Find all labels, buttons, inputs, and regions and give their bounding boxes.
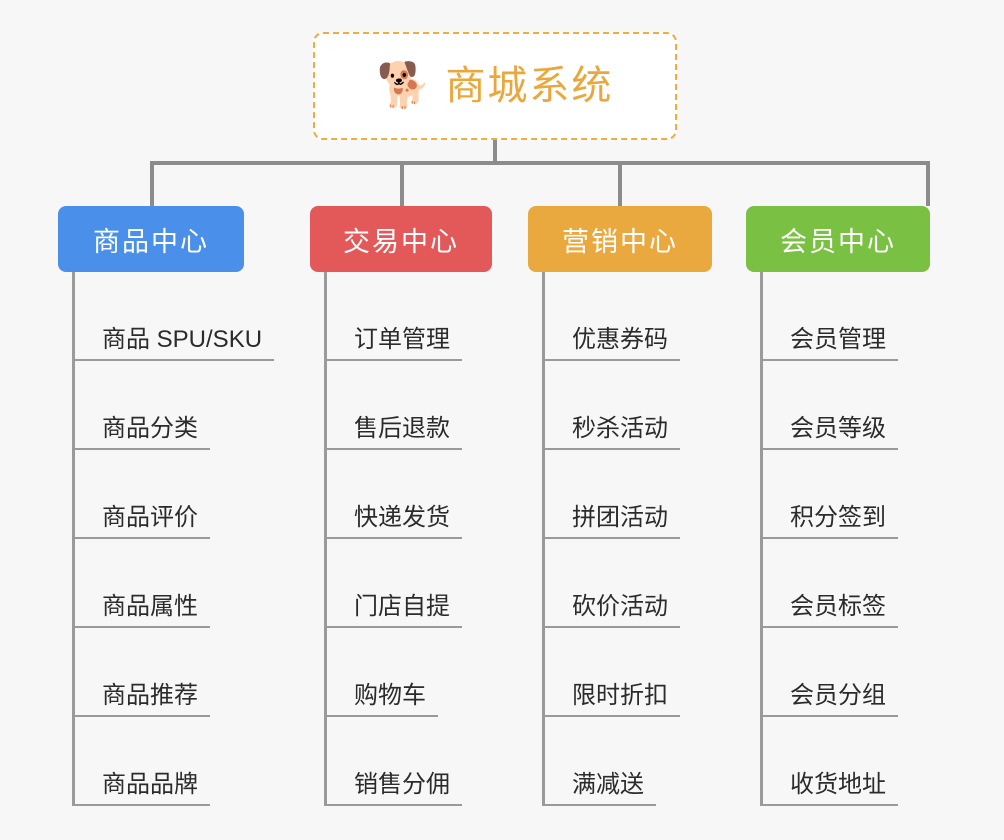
leaf-item[interactable]: 商品评价 — [72, 450, 210, 539]
leaf-item[interactable]: 会员管理 — [760, 272, 898, 361]
leaf-item-label: 销售分佣 — [354, 770, 450, 798]
branch-trunk — [72, 272, 75, 806]
connector-drop-2 — [400, 161, 404, 206]
root-node[interactable]: 🐕 商城系统 — [313, 32, 677, 140]
category-label: 交易中心 — [343, 226, 459, 257]
leaf-item[interactable]: 秒杀活动 — [542, 361, 680, 450]
leaf-item[interactable]: 会员等级 — [760, 361, 898, 450]
leaf-item-label: 商品分类 — [102, 414, 198, 442]
leaf-item-label: 商品品牌 — [102, 770, 198, 798]
leaf-item-label: 秒杀活动 — [572, 414, 668, 442]
leaf-item[interactable]: 门店自提 — [324, 539, 462, 628]
leaf-item[interactable]: 商品推荐 — [72, 628, 210, 717]
leaf-item-label: 门店自提 — [354, 592, 450, 620]
leaf-item-label: 会员分组 — [790, 681, 886, 709]
leaf-item-label: 满减送 — [572, 770, 644, 798]
leaf-item[interactable]: 商品属性 — [72, 539, 210, 628]
root-title: 商城系统 — [445, 64, 614, 108]
leaf-item[interactable]: 限时折扣 — [542, 628, 680, 717]
leaf-item-label: 砍价活动 — [572, 592, 668, 620]
leaf-item-label: 商品评价 — [102, 503, 198, 531]
leaf-item-label: 订单管理 — [354, 325, 450, 353]
leaf-item-label: 优惠券码 — [572, 325, 668, 353]
leaf-item[interactable]: 订单管理 — [324, 272, 462, 361]
category-label: 会员中心 — [780, 226, 896, 257]
leaf-item[interactable]: 购物车 — [324, 628, 438, 717]
connector-drop-1 — [150, 161, 154, 206]
category-box-trade-center[interactable]: 交易中心 — [310, 206, 492, 272]
leaf-item-label: 售后退款 — [354, 414, 450, 442]
leaf-item-label: 商品推荐 — [102, 681, 198, 709]
leaf-item[interactable]: 商品品牌 — [72, 717, 210, 806]
leaf-item-label: 积分签到 — [790, 503, 886, 531]
leaf-item-label: 商品 SPU/SKU — [102, 325, 263, 353]
category-box-product-center[interactable]: 商品中心 — [58, 206, 244, 272]
category-box-member-center[interactable]: 会员中心 — [746, 206, 930, 272]
leaf-item[interactable]: 销售分佣 — [324, 717, 462, 806]
connector-drop-4 — [926, 161, 930, 206]
connector-horizontal-bus — [150, 161, 930, 165]
leaf-item[interactable]: 拼团活动 — [542, 450, 680, 539]
leaf-item[interactable]: 会员标签 — [760, 539, 898, 628]
connector-drop-3 — [618, 161, 622, 206]
shiba-dog-face-icon: 🐕 — [376, 61, 432, 110]
leaf-item-label: 快递发货 — [354, 503, 450, 531]
leaf-item-label: 商品属性 — [102, 592, 198, 620]
leaf-item-label: 限时折扣 — [572, 681, 668, 709]
leaf-item[interactable]: 砍价活动 — [542, 539, 680, 628]
leaf-item[interactable]: 快递发货 — [324, 450, 462, 539]
leaf-item-label: 会员标签 — [790, 592, 886, 620]
leaf-item[interactable]: 会员分组 — [760, 628, 898, 717]
leaf-item-label: 拼团活动 — [572, 503, 668, 531]
leaf-item-label: 会员等级 — [790, 414, 886, 442]
leaf-item[interactable]: 积分签到 — [760, 450, 898, 539]
leaf-item-label: 会员管理 — [790, 325, 886, 353]
category-label: 商品中心 — [93, 226, 209, 257]
leaf-item-label: 购物车 — [354, 681, 426, 709]
leaf-item[interactable]: 商品 SPU/SKU — [72, 272, 275, 361]
leaf-item[interactable]: 商品分类 — [72, 361, 210, 450]
branch-trunk — [760, 272, 763, 806]
leaf-item[interactable]: 满减送 — [542, 717, 656, 806]
leaf-item-label: 收货地址 — [790, 770, 886, 798]
category-label: 营销中心 — [562, 226, 678, 257]
branch-trunk — [324, 272, 327, 806]
branch-trunk — [542, 272, 545, 806]
connector-root-stem — [493, 140, 497, 164]
leaf-item[interactable]: 收货地址 — [760, 717, 898, 806]
leaf-item[interactable]: 优惠券码 — [542, 272, 680, 361]
category-box-marketing-center[interactable]: 营销中心 — [528, 206, 712, 272]
leaf-item[interactable]: 售后退款 — [324, 361, 462, 450]
